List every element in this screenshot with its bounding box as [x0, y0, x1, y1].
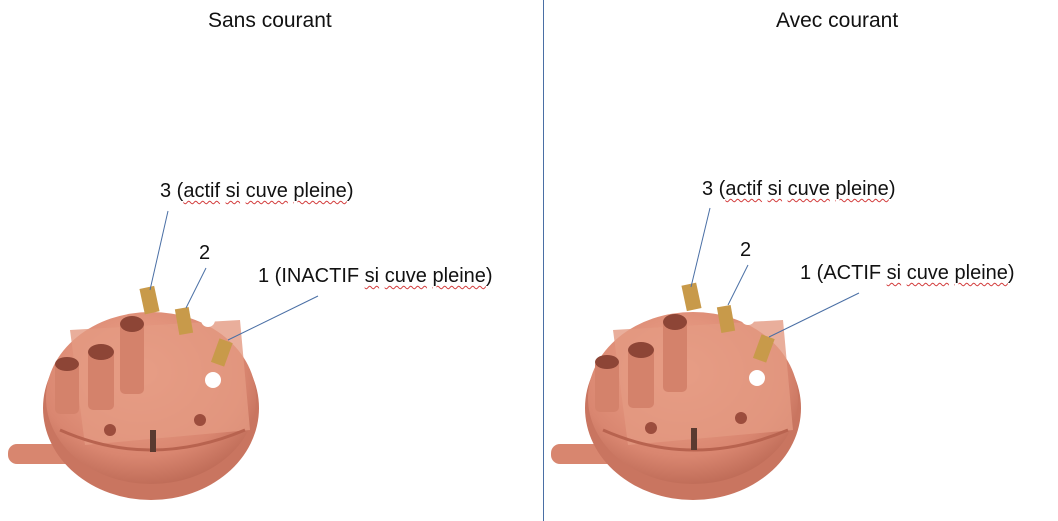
- left-pressure-switch-illustration: [8, 210, 319, 500]
- right-pressure-switch-illustration: [551, 207, 860, 500]
- right-label-terminal-3: 3 (actif si cuve pleine): [702, 178, 896, 200]
- left-label-terminal-1: 1 (INACTIF si cuve pleine): [258, 265, 493, 287]
- left-panel-title: Sans courant: [208, 9, 332, 32]
- leader-line-3: [690, 207, 711, 288]
- panel-divider: [543, 0, 544, 521]
- left-label-terminal-2: 2: [199, 242, 211, 264]
- right-label-terminal-2: 2: [740, 239, 752, 261]
- right-panel-title: Avec courant: [776, 9, 899, 32]
- pressure-switch-body: [8, 312, 259, 500]
- left-label-terminal-3: 3 (actif si cuve pleine): [160, 180, 354, 202]
- right-label-terminal-1: 1 (ACTIF si cuve pleine): [800, 262, 1015, 284]
- leader-line-1: [227, 295, 319, 341]
- terminal-tabs: [681, 282, 775, 363]
- pressure-switch-body: [551, 311, 801, 500]
- leader-line-2: [727, 264, 749, 306]
- leader-line-1: [768, 292, 860, 338]
- terminal-tabs: [139, 285, 233, 367]
- leader-line-2: [185, 267, 207, 309]
- leader-line-3: [149, 210, 169, 291]
